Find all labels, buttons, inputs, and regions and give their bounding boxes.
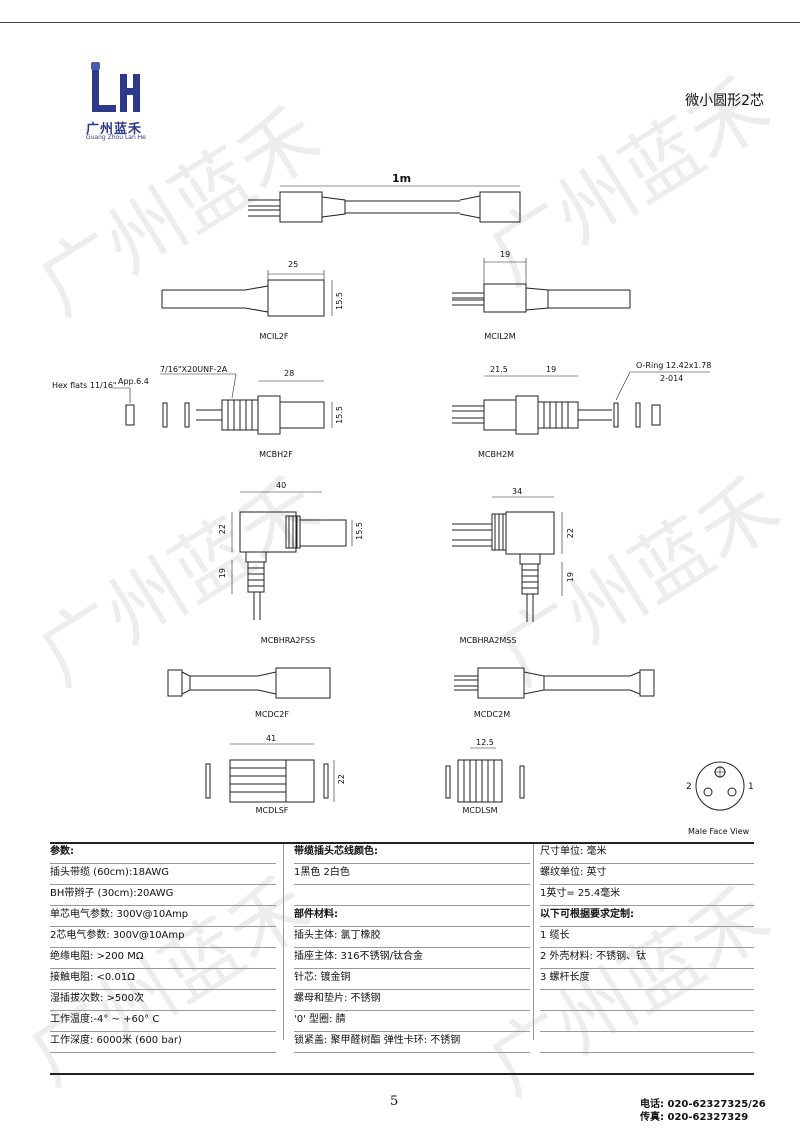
logo-text-cn: 广州蓝禾 [86, 122, 143, 137]
mcbhra2mss-dim-width: 34 [512, 487, 523, 496]
spec-row: 2芯电气参数: 300V@10Amp [50, 927, 276, 948]
mcbhra2mss-dim-vertical: 19 [566, 572, 575, 583]
spec-row [540, 1032, 754, 1053]
mcbh2m-label: MCBH2M [478, 450, 514, 459]
oring-label: O-Ring 12.42x1.78 [636, 361, 712, 370]
thread-spec-label: 7/16"X20UNF-2A [160, 365, 228, 374]
spec-row: 部件材料: [294, 906, 530, 927]
mcbh2m-dim-b: 19 [546, 365, 557, 374]
spec-row [540, 990, 754, 1011]
mcbhra2fss-dim-width: 40 [276, 481, 287, 490]
spec-col-divider [283, 844, 284, 1040]
mcdlsf-label: MCDLSF [255, 806, 289, 815]
mcbhra2fss-dim-height: 22 [218, 524, 227, 535]
mcbh2f-label: MCBH2F [259, 450, 293, 459]
mcbhra2fss-drawing [231, 491, 353, 620]
spec-row [294, 885, 530, 906]
spec-row-blank [50, 1053, 276, 1074]
top-rule [0, 22, 800, 23]
spec-col-divider [533, 844, 534, 1040]
spec-row: '0' 型圈: 腈 [294, 1011, 530, 1032]
spec-row: 插座主体: 316不锈钢/钛合金 [294, 948, 530, 969]
mcil2f-dim-length: 25 [288, 260, 299, 269]
spec-row: 针芯: 镀金铜 [294, 969, 530, 990]
phone-number: 电话: 020-62327325/26 [640, 1099, 766, 1110]
face-pin-1-label: 1 [748, 782, 754, 792]
spec-row: 工作温度:-4° ~ +60° C [50, 1011, 276, 1032]
mcdlsf-dim-height: 22 [337, 774, 346, 785]
mcil2m-label: MCIL2M [484, 332, 516, 341]
mcbhra2fss-label: MCBHRA2FSS [260, 636, 316, 645]
spec-row: 2 外壳材料: 不锈钢、钛 [540, 948, 754, 969]
mcdc2f-label: MCDC2F [255, 710, 289, 719]
hex-flats-label: Hex flats 11/16" [52, 381, 117, 390]
cable-length-label: 1m [392, 172, 412, 185]
male-face-view [695, 761, 745, 811]
spec-row: 3 螺杆长度 [540, 969, 754, 990]
mcil2f-label: MCIL2F [259, 332, 289, 341]
spec-row: 工作深度: 6000米 (600 bar) [50, 1032, 276, 1053]
spec-row: 1黑色 2白色 [294, 864, 530, 885]
spec-row: 带缆插头芯线颜色: [294, 843, 530, 864]
spec-row: 湿插拔次数: >500次 [50, 990, 276, 1011]
mcdlsm-drawing [445, 747, 525, 803]
mcbh2m-drawing [452, 371, 710, 435]
company-logo [91, 62, 140, 112]
mcbh2f-dim-length: 28 [284, 369, 295, 378]
face-view-caption: Male Face View [688, 827, 750, 836]
spec-row: 螺母和垫片: 不锈钢 [294, 990, 530, 1011]
mcil2m-dim-length: 19 [500, 250, 511, 259]
spec-row: 单芯电气参数: 300V@10Amp [50, 906, 276, 927]
logo-text-en: Guang Zhou Lan He [86, 134, 146, 141]
mcbhra2mss-drawing [452, 496, 563, 622]
mcil2f-drawing [161, 270, 333, 317]
spec-row: 1 缆长 [540, 927, 754, 948]
mcdlsf-dim-width: 41 [266, 734, 277, 743]
spec-row: 绝缘电阻: >200 MΩ [50, 948, 276, 969]
spec-row [540, 1011, 754, 1032]
page-number: 5 [390, 1094, 399, 1109]
mcbhra2fss-dim-vertical: 19 [218, 568, 227, 579]
technical-drawings [112, 185, 745, 811]
mcdlsm-label: MCDLSM [462, 806, 498, 815]
mcdc2m-label: MCDC2M [473, 710, 511, 719]
mcbhra2mss-dim-height: 22 [566, 528, 575, 539]
mcdlsm-dim-width: 12.5 [476, 738, 494, 747]
spec-column-params: 参数: 插头带缆 (60cm):18AWG BH带辫子 (30cm):20AWG… [50, 843, 276, 1074]
mcil2f-dim-height: 15.5 [335, 292, 344, 310]
mcdlsf-drawing [205, 743, 335, 803]
spec-table-bottom-rule [50, 1073, 754, 1075]
spec-column-materials: 带缆插头芯线颜色: 1黑色 2白色 部件材料: 插头主体: 氯丁橡胶 插座主体:… [294, 843, 530, 1074]
spec-row-blank [294, 1053, 530, 1074]
spec-row: 螺纹单位: 英寸 [540, 864, 754, 885]
spec-row: 插头主体: 氯丁橡胶 [294, 927, 530, 948]
face-pin-2-label: 2 [686, 782, 692, 792]
spec-row: 插头带缆 (60cm):18AWG [50, 864, 276, 885]
spec-row: 接触电阻: <0.01Ω [50, 969, 276, 990]
mcbh2f-dim-height: 15.5 [335, 406, 344, 424]
mcil2m-drawing [452, 258, 631, 313]
cable-assembly-drawing [248, 185, 521, 223]
mcbhra2fss-dim-height2: 15.5 [355, 522, 364, 540]
spec-row: 锁紧盖: 聚甲醛树酯 弹性卡环: 不锈钢 [294, 1032, 530, 1053]
spec-row: BH带辫子 (30cm):20AWG [50, 885, 276, 906]
mcdc2m-drawing [454, 667, 655, 699]
fax-number: 传真: 020-62327329 [640, 1112, 749, 1123]
oring-code-label: 2-014 [660, 374, 684, 383]
spec-row: 以下可根据要求定制: [540, 906, 754, 927]
spec-row: 参数: [50, 843, 276, 864]
mcbhra2mss-label: MCBHRA2MSS [459, 636, 517, 645]
app-label: App.6.4 [118, 377, 149, 386]
spec-row: 1英寸= 25.4毫米 [540, 885, 754, 906]
spec-row: 尺寸单位: 毫米 [540, 843, 754, 864]
mcbh2f-drawing [112, 373, 333, 435]
mcdc2f-drawing [167, 667, 331, 699]
mcbh2m-dim-a: 21.5 [490, 365, 508, 374]
page-title: 微小圆形2芯 [685, 93, 764, 109]
spec-row-blank [540, 1053, 754, 1074]
spec-table-top-rule [50, 842, 754, 844]
spec-column-units: 尺寸单位: 毫米 螺纹单位: 英寸 1英寸= 25.4毫米 以下可根据要求定制:… [540, 843, 754, 1074]
